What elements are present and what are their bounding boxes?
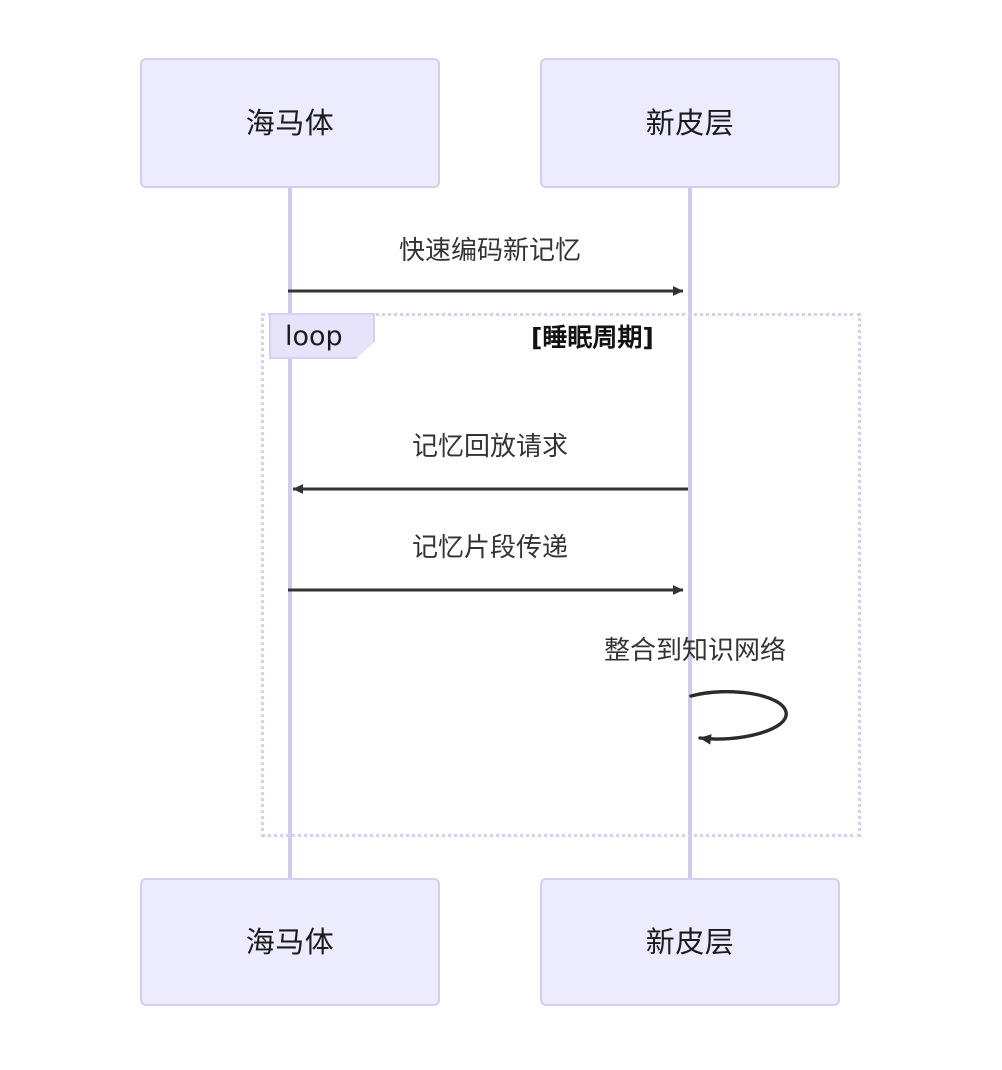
loop-fragment-frame [261,313,861,837]
participant-box-bottom-hippocampus[interactable]: 海马体 [140,878,440,1006]
participant-label: 海马体 [245,924,335,959]
message-label-3: 记忆片段传递 [411,533,568,563]
lifeline-neocortex [688,186,692,880]
participant-box-top-neocortex[interactable]: 新皮层 [540,58,840,188]
lifeline-hippocampus [288,186,292,880]
loop-tag-label: loop [285,320,343,352]
message-self-loop-arrow-4 [689,689,788,745]
participant-label: 新皮层 [645,105,735,140]
participant-box-bottom-neocortex[interactable]: 新皮层 [540,878,840,1006]
message-label-1: 快速编码新记忆 [398,236,581,266]
loop-condition-label: [睡眠周期] [531,323,654,352]
message-label-4: 整合到知识网络 [603,636,786,666]
participant-label: 新皮层 [645,924,735,959]
message-label-2: 记忆回放请求 [411,432,568,462]
participant-label: 海马体 [245,105,335,140]
message-arrow-3 [288,585,684,595]
message-arrow-2 [292,484,688,494]
loop-fragment-tag: loop [269,313,375,359]
participant-box-top-hippocampus[interactable]: 海马体 [140,58,440,188]
message-arrow-1 [288,286,684,296]
